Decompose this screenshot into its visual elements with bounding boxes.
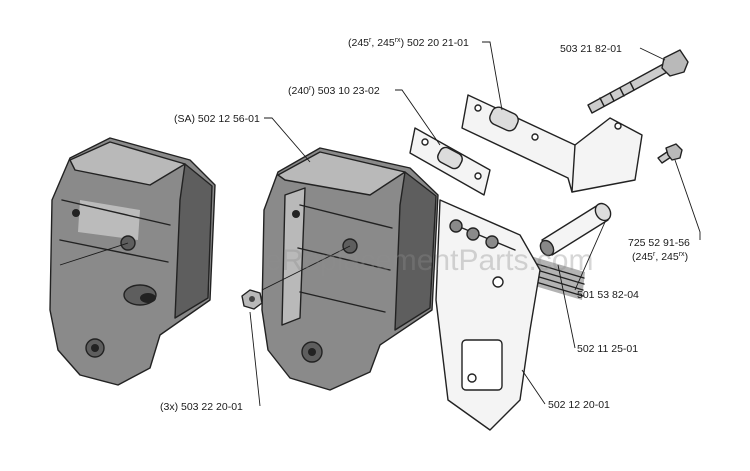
gasket-240 <box>409 127 491 196</box>
watermark: eReplacementParts.com <box>265 244 593 277</box>
muffler-assembled <box>49 137 216 386</box>
nut <box>241 289 263 310</box>
mounting-plate <box>435 199 541 431</box>
label-muffler-sa: (SA) 502 12 56-01 <box>174 113 260 125</box>
muffler-sa <box>261 147 439 391</box>
label-small-screw: 725 52 91-56 <box>628 237 690 249</box>
leader-lines <box>249 41 701 407</box>
spacer-tube <box>539 202 612 257</box>
label-nut: (3x) 503 22 20-01 <box>160 401 243 413</box>
label-plate: 502 12 20-01 <box>548 399 610 411</box>
label-spacer: 501 53 82-04 <box>577 289 639 301</box>
label-gasket-240: (240r) 503 10 23-02 <box>288 85 380 97</box>
small-screw <box>657 143 683 164</box>
label-small-screw-models: (245r, 245rx) <box>632 251 688 263</box>
label-long-screw: 503 21 82-01 <box>560 43 622 55</box>
label-heat-shield: 502 11 25-01 <box>577 343 638 355</box>
gasket-bracket <box>461 94 643 193</box>
long-screw <box>587 49 689 114</box>
label-gasket-bracket: (245r, 245rx) 502 20 21-01 <box>348 37 469 49</box>
